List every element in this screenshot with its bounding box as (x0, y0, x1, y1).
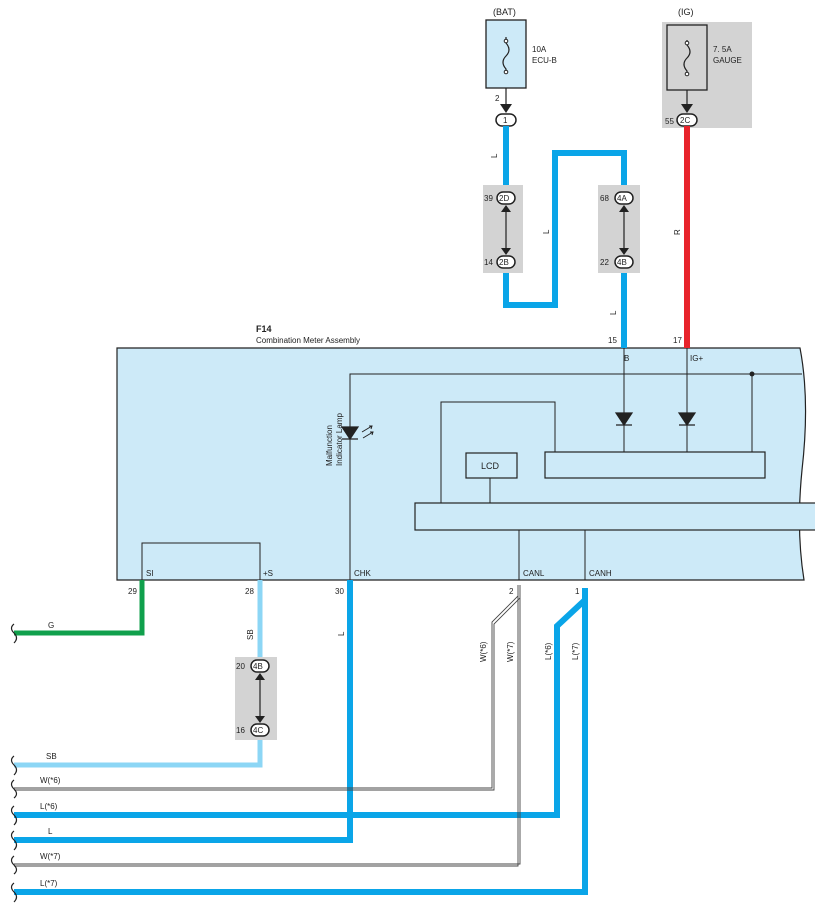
lamp-light-rays (361, 425, 374, 439)
diode-ig (677, 412, 697, 427)
pin-s-num: 28 (245, 587, 254, 596)
ig-connector-label: 2C (680, 116, 690, 125)
bat-connector-label: 1 (503, 116, 508, 125)
bat-fuse-name: ECU-B (532, 56, 557, 65)
pin-canh-label: CANH (589, 569, 612, 578)
ig-label: (IG) (678, 7, 694, 17)
wire-l6 (14, 588, 588, 818)
wire-sb (14, 580, 263, 768)
left-label-sb: SB (46, 752, 57, 761)
wire-label-bat-l3: L (609, 310, 618, 315)
wire-w6-b (14, 585, 521, 791)
junction-right-bot-conn: 4B (617, 258, 627, 267)
bat-fuse-box (485, 19, 527, 89)
diode-b (614, 412, 634, 427)
bat-label: (BAT) (493, 7, 516, 17)
pin-ig-num: 17 (673, 336, 682, 345)
pin-ig-label: IG+ (690, 354, 703, 363)
pin-canh-num: 1 (575, 587, 580, 596)
ig-fuse-name: GAUGE (713, 56, 742, 65)
wire-label-bat-l2: L (542, 229, 551, 234)
can-bus-box (414, 502, 815, 531)
junction-lower-bot-pin: 16 (236, 726, 245, 735)
ig-arrow (681, 104, 693, 113)
meter-module-box (544, 451, 766, 479)
wire-w7 (14, 598, 521, 865)
junction-left-bot-pin: 14 (484, 258, 493, 267)
wire-bat-l (503, 126, 627, 348)
wire-label-l7: L(*7) (571, 642, 580, 660)
pin-chk-label: CHK (354, 569, 372, 578)
pin-si-num: 29 (128, 587, 137, 596)
wire-l7 (14, 600, 588, 895)
pin-b-label: B (624, 354, 629, 363)
lamp-label-2: Indicator Lamp (335, 413, 344, 466)
wire-g (14, 580, 145, 636)
lcd-box (465, 452, 518, 479)
lamp-label-1: Malfunction (325, 425, 334, 466)
wire-w7-b (14, 596, 519, 867)
wire-w6 (14, 585, 519, 789)
junction-right-top-conn: 4A (617, 194, 627, 203)
left-label-w7: W(*7) (40, 852, 61, 861)
bat-fuse-amp: 10A (532, 45, 547, 54)
pin-canl-label: CANL (523, 569, 545, 578)
pin-si-label: SI (146, 569, 154, 578)
bat-fuse-icon (502, 37, 510, 74)
left-label-l6: L(*6) (40, 802, 58, 811)
junction-lower-top-pin: 20 (236, 662, 245, 671)
left-label-w6: W(*6) (40, 776, 61, 785)
wire-label-l6: L(*6) (544, 642, 553, 660)
wire-chk-l (14, 580, 353, 843)
junction-left-bot-conn: 2B (499, 258, 509, 267)
junction-lower-bot-conn: 4C (253, 726, 263, 735)
wire-label-bat-l1: L (490, 153, 499, 158)
junction-lower-top-conn: 4B (253, 662, 263, 671)
continuation-marks (10, 623, 18, 903)
component-name: Combination Meter Assembly (256, 336, 360, 345)
left-label-l7: L(*7) (40, 879, 58, 888)
bat-pin: 2 (495, 94, 500, 103)
junction-right-bot-pin: 22 (600, 258, 609, 267)
ig-fuse-icon (683, 40, 691, 76)
junction-dot (749, 371, 755, 377)
wire-label-w7: W(*7) (506, 641, 515, 662)
junction-right-top-pin: 68 (600, 194, 609, 203)
left-label-g: G (48, 621, 54, 630)
lcd-label: LCD (481, 461, 500, 471)
pin-s-label: +S (263, 569, 273, 578)
junction-left-top-pin: 39 (484, 194, 493, 203)
component-id: F14 (256, 324, 272, 334)
pin-chk-num: 30 (335, 587, 344, 596)
wire-label-chk-l: L (337, 631, 346, 636)
left-label-l: L (48, 827, 53, 836)
ig-fuse-amp: 7. 5A (713, 45, 732, 54)
indicator-lamp-diode (340, 426, 360, 441)
bat-arrow (500, 104, 512, 113)
junction-left-top-conn: 2D (499, 194, 509, 203)
pin-canl-num: 2 (509, 587, 514, 596)
wire-label-w6: W(*6) (479, 641, 488, 662)
wire-label-sb: SB (246, 629, 255, 640)
ig-pin: 55 (665, 117, 674, 126)
pin-b-num: 15 (608, 336, 617, 345)
internal-circuit (141, 348, 802, 580)
wire-label-ig-r: R (673, 229, 682, 235)
